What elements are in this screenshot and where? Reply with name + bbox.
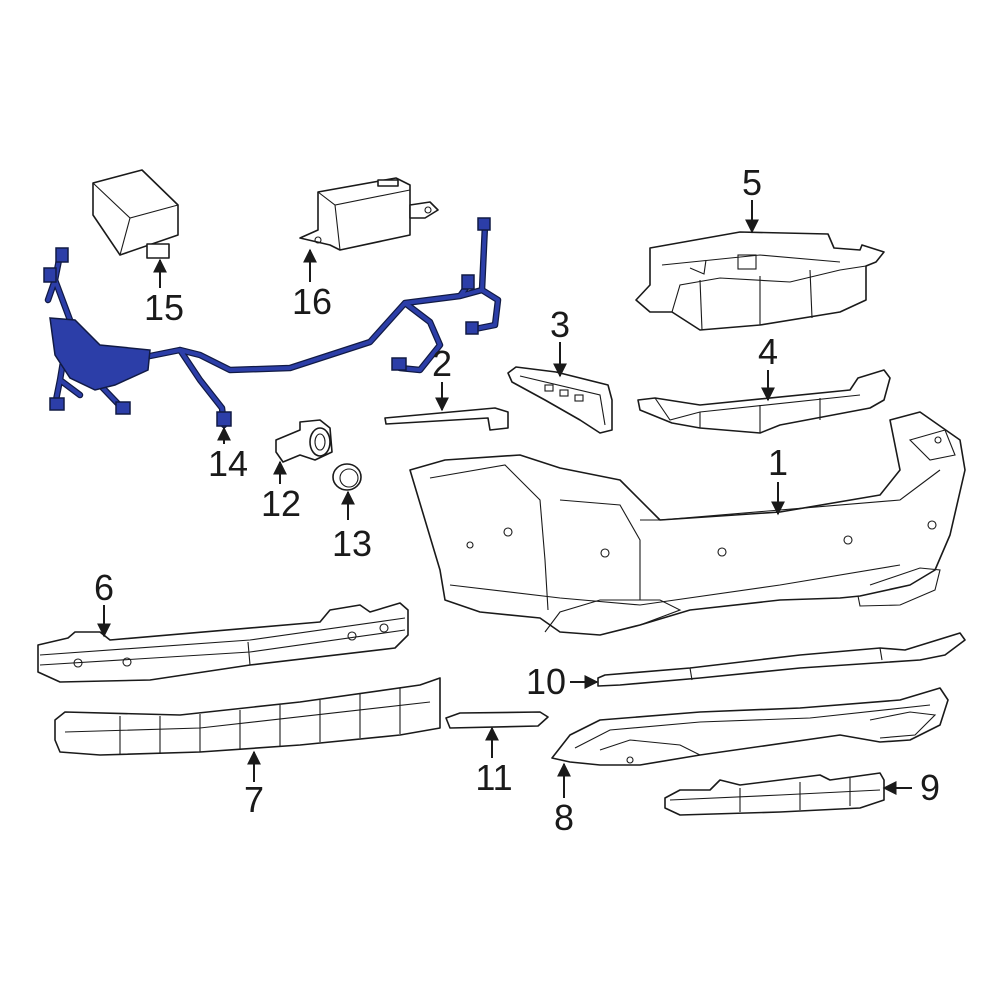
leader-lines [97,200,912,798]
callout-16[interactable]: 16 [292,281,332,322]
part-7-absorber[interactable] [54,677,441,756]
callout-4[interactable]: 4 [758,331,778,372]
part-8-valance[interactable] [551,687,949,766]
part-6-reinforcement[interactable] [37,602,409,683]
callout-7[interactable]: 7 [244,779,264,820]
part-12-sensor[interactable] [275,419,333,463]
part-2-bracket[interactable] [384,407,509,431]
callout-15[interactable]: 15 [144,287,184,328]
callout-1[interactable]: 1 [768,442,788,483]
callout-2[interactable]: 2 [432,343,452,384]
part-3-bracket[interactable] [507,366,613,434]
callout-labels: 1 2 3 4 5 6 7 8 9 10 11 12 13 14 15 16 [94,162,940,838]
part-16-control-module[interactable] [299,177,439,251]
callout-3[interactable]: 3 [550,304,570,345]
part-11-reflector[interactable] [445,711,549,729]
callout-8[interactable]: 8 [554,797,574,838]
callout-12[interactable]: 12 [261,483,301,524]
callout-5[interactable]: 5 [742,162,762,203]
callout-10[interactable]: 10 [526,661,566,702]
part-10-molding[interactable] [597,632,966,687]
part-15-module[interactable] [92,169,179,259]
callout-9[interactable]: 9 [920,767,940,808]
callout-13[interactable]: 13 [332,523,372,564]
callout-6[interactable]: 6 [94,567,114,608]
part-1-bumper-cover[interactable] [409,411,966,636]
part-4-absorber[interactable] [637,369,891,434]
part-5-trunk-panel[interactable] [635,231,885,331]
part-14-wiring-harness[interactable] [43,217,502,429]
callout-14[interactable]: 14 [208,443,248,484]
callout-11[interactable]: 11 [475,757,512,798]
part-13-ring[interactable] [332,463,362,491]
part-9-bracket[interactable] [664,772,885,816]
